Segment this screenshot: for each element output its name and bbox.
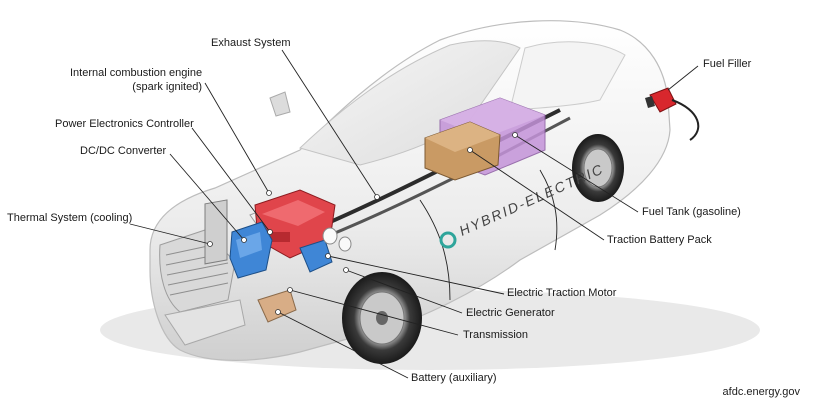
label-thermal-system: Thermal System (cooling)	[7, 212, 133, 224]
label-dc-dc-converter: DC/DC Converter	[80, 145, 167, 157]
label-battery-auxiliary: Battery (auxiliary)	[411, 372, 497, 384]
label-traction-battery-pack: Traction Battery Pack	[607, 234, 712, 246]
roof-window	[509, 41, 626, 111]
leader-lines	[129, 49, 699, 379]
fuel-nozzle	[645, 87, 700, 141]
radiator	[204, 199, 228, 265]
label-internal-combustion-engine: Internal combustion engine	[70, 67, 203, 79]
label-electric-generator: Electric Generator	[466, 307, 555, 319]
coolant-reservoir	[322, 227, 338, 245]
brand-logo	[439, 231, 457, 249]
label-power-electronics-controller: Power Electronics Controller	[55, 118, 194, 130]
generator-blue	[299, 239, 333, 273]
washer-reservoir	[338, 236, 352, 252]
side-mirror	[269, 91, 291, 117]
label-transmission: Transmission	[463, 329, 528, 341]
transmission-housing	[257, 289, 297, 323]
label-fuel-filler: Fuel Filler	[703, 58, 752, 70]
windshield	[299, 40, 521, 166]
source-credit: afdc.energy.gov	[722, 386, 800, 398]
label-spark-ignited: (spark ignited)	[132, 81, 202, 93]
label-fuel-tank: Fuel Tank (gasoline)	[642, 206, 741, 218]
fuel-tank-block	[424, 121, 501, 181]
label-electric-traction-motor: Electric Traction Motor	[507, 287, 617, 299]
front-bumper	[164, 299, 246, 346]
front-wheel	[342, 272, 422, 364]
rear-wheel	[572, 134, 624, 202]
label-exhaust-system: Exhaust System	[211, 37, 291, 49]
door-line-rear	[539, 169, 558, 251]
